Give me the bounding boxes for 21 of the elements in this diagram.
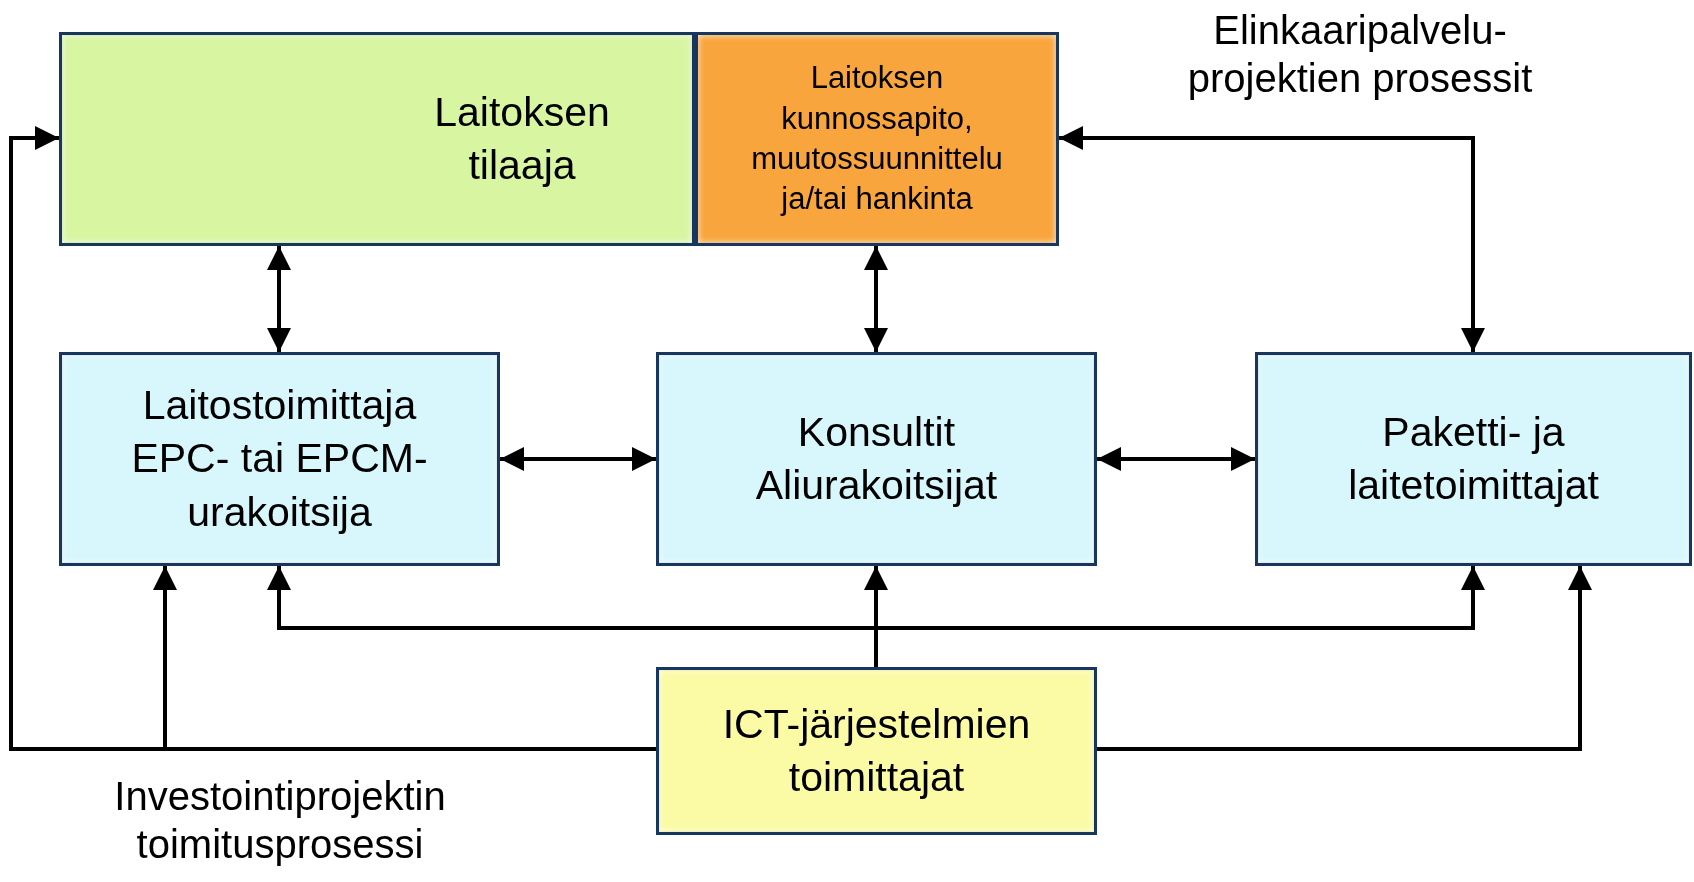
- process-label: Elinkaaripalvelu-projektien prosessit: [1186, 7, 1534, 102]
- maintenance-box: [695, 32, 1059, 246]
- node-text: Konsultit: [797, 407, 956, 457]
- node-text: Laitoksen tilaaja: [433, 87, 611, 190]
- client-box: [59, 32, 695, 246]
- node-text: Laitostoimittaja EPC- tai EPCM-urakoitsija: [130, 381, 429, 537]
- arrow: [1097, 566, 1592, 751]
- arrow: [864, 246, 888, 352]
- ict-box: [656, 667, 1097, 835]
- vendor-box: [1255, 352, 1692, 566]
- node-text: Aliurakoitsijat: [755, 461, 998, 510]
- node-text: ICT-järjestelmien toimittajat: [721, 699, 1032, 802]
- node-text: Laitoksen kunnossapito, muutossuunnittelu ja/tai hankinta: [750, 59, 1004, 219]
- supplier-box: [59, 352, 500, 566]
- node-text: Paketti- ja laitetoimittajat: [1347, 407, 1600, 510]
- arrow: [1097, 447, 1255, 471]
- arrow: [500, 447, 656, 471]
- process-label: Investointiprojektin toimitusprosessi: [113, 773, 447, 868]
- arrow: [267, 246, 291, 352]
- consultant-box: [656, 352, 1097, 566]
- arrow: [1059, 126, 1485, 352]
